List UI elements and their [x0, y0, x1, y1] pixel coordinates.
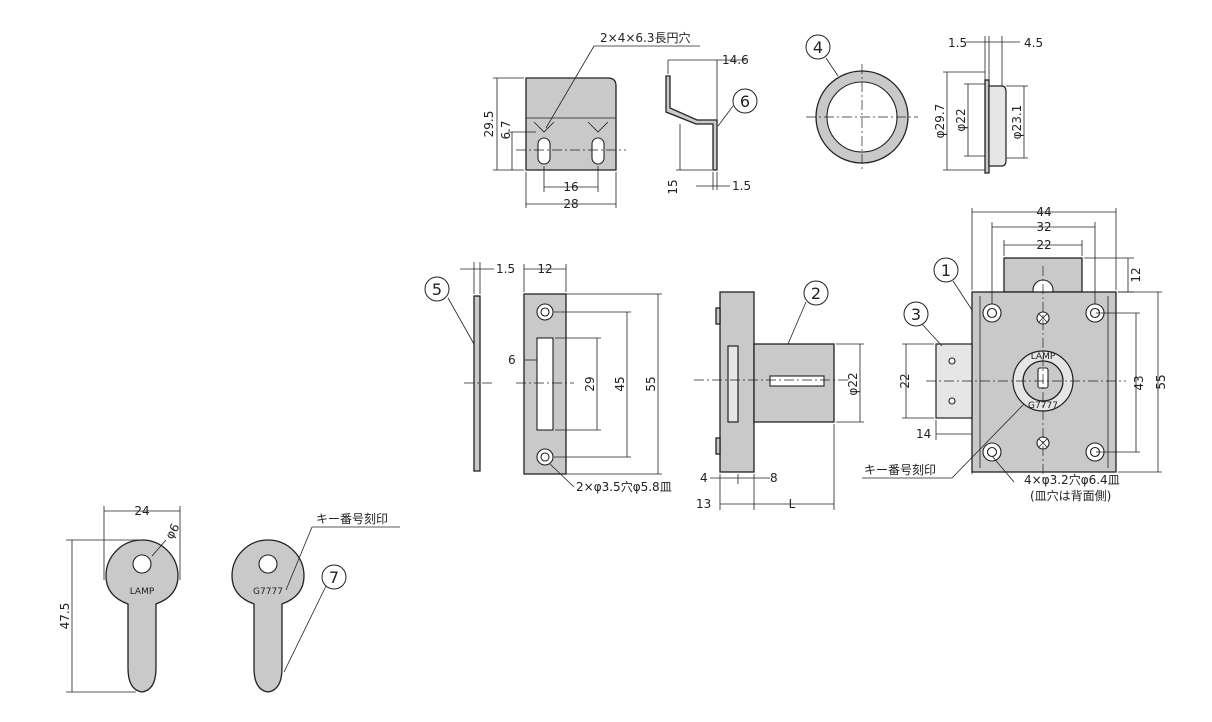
escutcheon-ring-side-view: 1.5 4.5 φ29.7 φ22 φ23.1	[933, 36, 1043, 174]
dim-slot-pitch: 16	[563, 180, 578, 194]
ring-side-body	[988, 85, 1007, 167]
dim-spacer-thickness: 1.5	[496, 262, 515, 276]
dim-ring-flange: 1.5	[948, 36, 967, 50]
dim-ring-inner: φ22	[954, 108, 968, 131]
dim-key-width: 24	[134, 504, 149, 518]
lock-hole-note-2: (皿穴は背面側)	[1030, 488, 1111, 503]
key-brand-mark: LAMP	[130, 587, 155, 597]
dim-strike-thickness: 1.5	[732, 179, 751, 193]
dim-cylinder-dia: φ22	[846, 372, 860, 395]
callout-3: 3	[911, 305, 921, 324]
strike-side-profile	[665, 75, 718, 171]
key-front-body	[105, 539, 179, 693]
lock-front-view: LAMP G7777 44 32 22 12 22 14	[862, 205, 1168, 503]
dim-boss-offset: 14	[916, 427, 931, 441]
dim-boss-height: 22	[898, 373, 912, 388]
dim-plate-width: 12	[537, 262, 552, 276]
slot-hole-right	[591, 137, 605, 165]
plate-hole-note: 2×φ3.5穴φ5.8皿	[576, 479, 672, 494]
callout-4: 4	[813, 38, 823, 57]
lock-cam-slot	[769, 375, 825, 387]
callout-5: 5	[432, 280, 442, 299]
key-ring-hole	[132, 554, 152, 574]
dim-hole-pitch-b: 22	[1036, 238, 1051, 252]
mounting-plate-front-view: 12 6 29 45 55 2×φ3.5穴φ5.8皿	[508, 262, 672, 494]
key-back-code: G7777	[253, 587, 283, 597]
key-back-body	[231, 539, 305, 693]
dim-plate-length: 55	[644, 376, 658, 391]
lock-hole-note: 4×φ3.2穴φ6.4皿	[1024, 472, 1120, 487]
lock-side-view: φ22 4 8 13 L 2	[694, 280, 864, 511]
strike-plate-front-view: 29.5 6.7 16 28 2×4×6.3長円穴	[482, 30, 700, 211]
dim-slot-width: 6	[508, 353, 516, 367]
dim-ring-depth: 4.5	[1024, 36, 1043, 50]
mounting-plate-slot	[536, 337, 554, 431]
dim-strike-side-height: 15	[666, 179, 680, 194]
dim-ring-outer: φ29.7	[933, 104, 947, 139]
dim-lock-width: 44	[1036, 205, 1051, 219]
dim-strike-depth: 14.6	[722, 53, 749, 67]
dim-collar: 8	[770, 471, 778, 485]
callout-1: 1	[941, 261, 951, 280]
escutcheon-ring-front-view: 4	[805, 34, 918, 170]
dim-flange: 4	[700, 471, 708, 485]
callout-2: 2	[811, 284, 821, 303]
strike-plate-side-view: 14.6 15 1.5 6	[665, 53, 758, 195]
dim-bolt-projection: 12	[1129, 267, 1143, 282]
spacer-side-view: 1.5 5	[424, 262, 515, 472]
callout-7: 7	[329, 568, 339, 587]
dim-slot-position: 6.7	[499, 120, 513, 139]
dim-lock-hole-pitch: 43	[1132, 375, 1146, 390]
dim-strike-height: 29.5	[482, 111, 496, 138]
slot-hole-note: 2×4×6.3長円穴	[600, 30, 690, 45]
lock-key-number-label: キー番号刻印	[864, 463, 936, 477]
dim-hole-pitch: 45	[613, 376, 627, 391]
dim-strike-width: 28	[563, 197, 578, 211]
dim-lock-height: 55	[1154, 374, 1168, 389]
dim-body-depth: 13	[696, 497, 711, 511]
dim-key-length: 47.5	[58, 603, 72, 630]
key-number-label: キー番号刻印	[316, 512, 388, 526]
dim-key-hole: φ6	[162, 521, 182, 541]
dim-slot-length: 29	[583, 376, 597, 391]
dim-ring-bore: φ23.1	[1010, 105, 1024, 140]
spacer-plate	[473, 295, 481, 472]
key-front-view: LAMP 24 φ6 47.5	[58, 504, 182, 693]
callout-6: 6	[740, 92, 750, 111]
dim-hole-pitch-a: 32	[1036, 220, 1051, 234]
slot-hole-left	[537, 137, 551, 165]
key-back-view: G7777 キー番号刻印 7	[231, 512, 400, 693]
dim-cylinder-length: L	[789, 497, 796, 511]
